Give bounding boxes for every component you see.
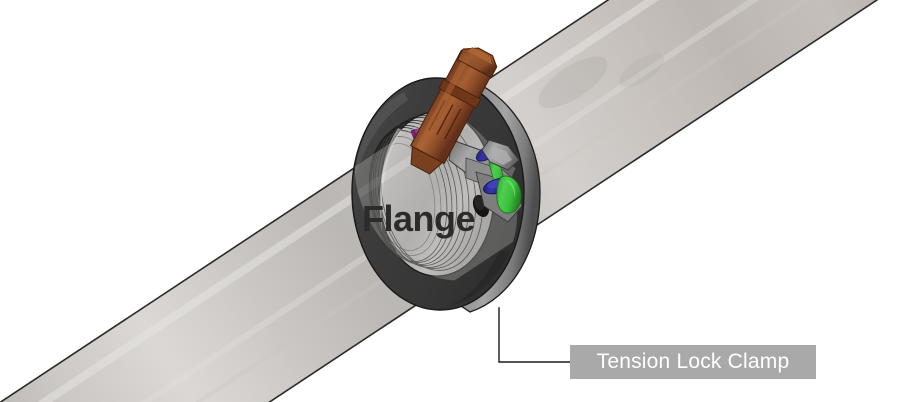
clamp-handle xyxy=(409,47,498,175)
pipe-blemish-2 xyxy=(619,53,665,88)
handle-highlight xyxy=(415,61,467,150)
clamp-nut-highlight xyxy=(491,146,512,165)
flange-face-sheen xyxy=(354,92,408,182)
handle-knurl-ring xyxy=(438,78,482,109)
flange-label: Flange xyxy=(362,198,476,239)
handle-flutes xyxy=(428,100,462,140)
bolt-hole-inner xyxy=(473,195,485,211)
pipe-blemish xyxy=(538,56,608,109)
handle-tip xyxy=(410,145,444,175)
flange-face-shade xyxy=(440,250,510,309)
bore-highlight xyxy=(379,128,402,232)
handle-cap-highlight xyxy=(467,47,493,65)
tension-lock-clamp-callout: Tension Lock Clamp xyxy=(570,345,816,379)
green-lever-highlight xyxy=(506,180,516,198)
tension-lock-clamp xyxy=(409,47,523,223)
clamp-leader-line xyxy=(498,307,573,363)
green-lever xyxy=(496,175,522,214)
